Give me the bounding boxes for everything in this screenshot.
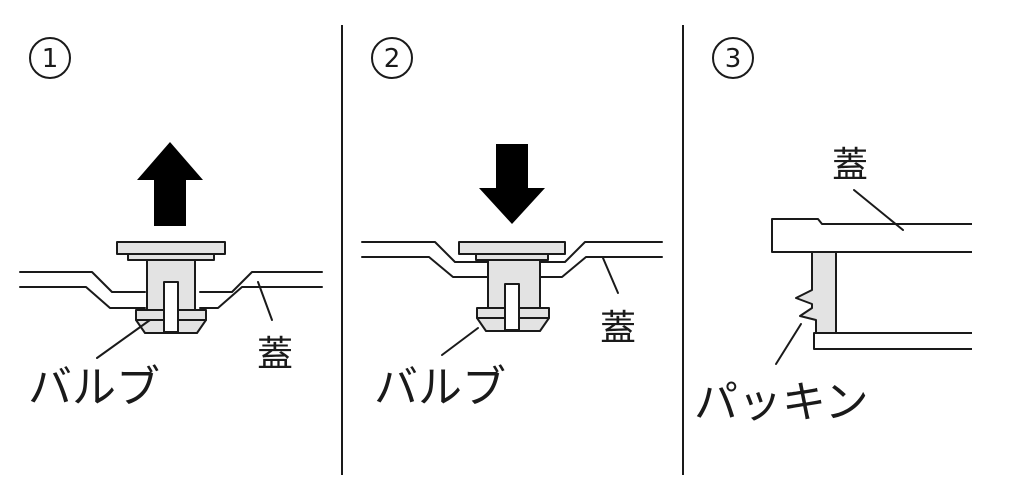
panel-2: 2 蓋 バルブ <box>361 37 663 413</box>
lid-inner-line <box>19 286 323 309</box>
valve <box>458 241 566 332</box>
panel-number: 1 <box>42 44 59 74</box>
panel-1: 1 蓋 バルブ <box>19 37 323 413</box>
lid <box>771 218 972 253</box>
valve-leader-line <box>441 327 479 356</box>
down-arrow-icon <box>479 144 545 224</box>
panel-number: 2 <box>384 44 401 74</box>
lid-leader-line <box>853 189 904 231</box>
panel-number: 3 <box>725 44 742 74</box>
lid-leader-line <box>602 257 619 294</box>
panel-3: 3 蓋 パッキン <box>694 37 972 428</box>
up-arrow-icon <box>137 142 203 226</box>
container-rim <box>813 332 972 350</box>
packing-label: パッキン <box>694 377 869 428</box>
lid-leader-line <box>257 281 273 321</box>
lid-label: 蓋 <box>600 308 636 349</box>
lid-label: 蓋 <box>832 145 868 186</box>
valve-leader-line <box>96 319 151 359</box>
packing <box>795 251 837 334</box>
valve-label: バルブ <box>28 362 160 413</box>
lid-inner-line <box>361 256 663 278</box>
panel-number-badge: 3 <box>712 37 754 79</box>
valve <box>116 241 226 334</box>
valve-label: バルブ <box>374 362 506 413</box>
lid <box>19 271 323 293</box>
panel-number-badge: 1 <box>29 37 71 79</box>
packing-leader-line <box>775 323 802 365</box>
lid-label: 蓋 <box>257 334 293 375</box>
panel-number-badge: 2 <box>371 37 413 79</box>
